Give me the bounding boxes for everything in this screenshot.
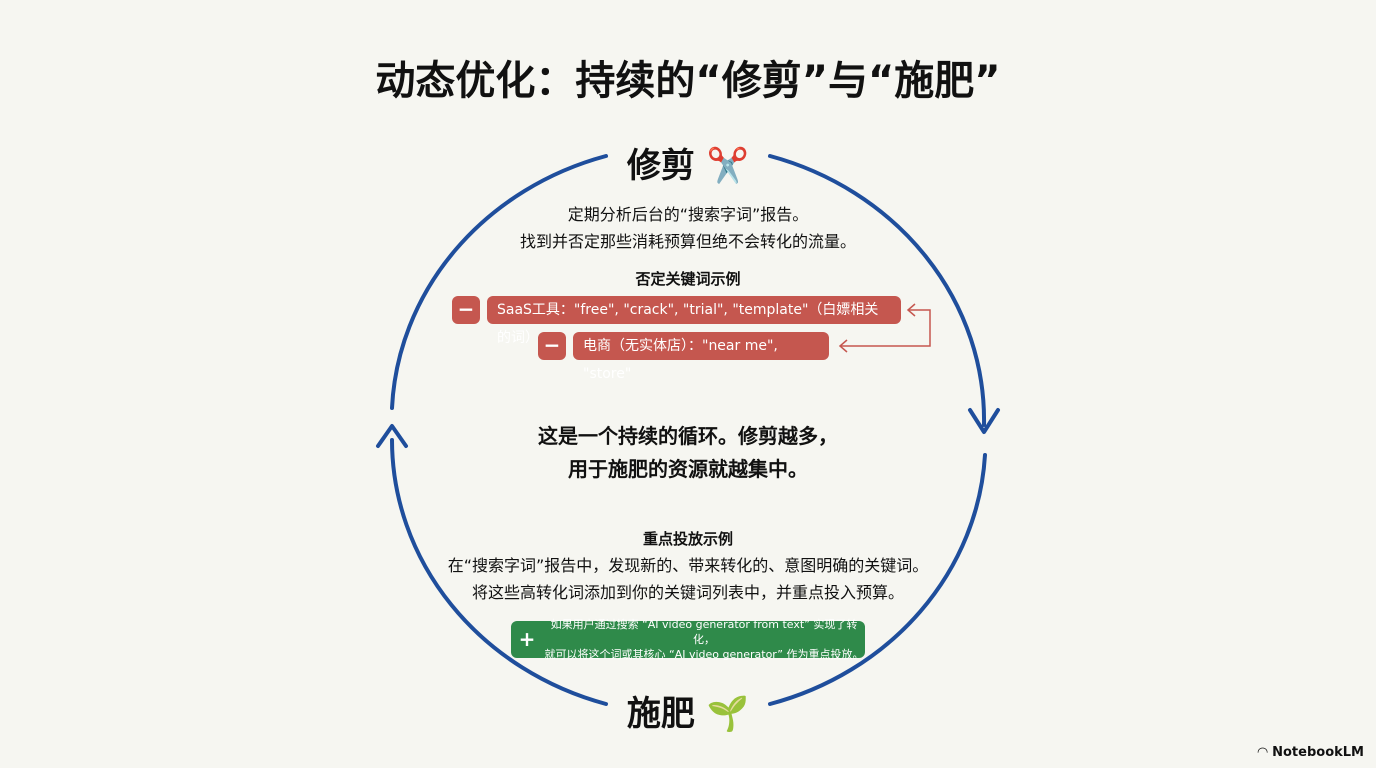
cycle-summary: 这是一个持续的循环。修剪越多，用于施肥的资源就越集中。 xyxy=(538,424,838,481)
arrowhead-down xyxy=(968,408,1000,434)
minus-icon: − xyxy=(538,332,566,360)
negative-example-title: 否定关键词示例 xyxy=(635,270,741,288)
arc-bottom-right xyxy=(768,453,987,706)
fertilize-description: 在“搜索字词”报告中，发现新的、带来转化的、意图明确的关键词。将这些高转化词添加… xyxy=(447,556,929,602)
negative-keyword-saas: SaaS工具："free", "crack", "trial", "templa… xyxy=(487,296,901,346)
page-title: 动态优化：持续的“修剪”与“施肥” xyxy=(375,58,1001,104)
scissors-icon: ✂️ xyxy=(706,146,750,186)
connector-arrow xyxy=(838,303,931,353)
arc-bottom-left xyxy=(390,438,608,706)
fertilize-heading: 施肥 🌱 xyxy=(626,694,750,734)
positive-example-title: 重点投放示例 xyxy=(642,530,733,548)
notebooklm-logo: ◠ NotebookLM xyxy=(1257,745,1364,760)
plus-icon: + xyxy=(518,627,536,651)
minus-icon: − xyxy=(452,296,480,324)
negative-keyword-ecommerce: 电商（无实体店）："near me", "store" xyxy=(573,332,829,382)
arrowhead-up xyxy=(376,424,408,448)
notebooklm-icon: ◠ xyxy=(1257,745,1273,760)
seedling-icon: 🌱 xyxy=(706,694,750,734)
arc-top-right xyxy=(768,154,987,427)
prune-heading: 修剪 ✂️ xyxy=(626,146,750,186)
positive-keyword-example: + 如果用户通过搜索 “AI video generator from text… xyxy=(511,618,865,661)
prune-description: 定期分析后台的“搜索字词”报告。找到并否定那些消耗预算但绝不会转化的流量。 xyxy=(519,205,856,251)
arc-top-left xyxy=(390,154,608,410)
